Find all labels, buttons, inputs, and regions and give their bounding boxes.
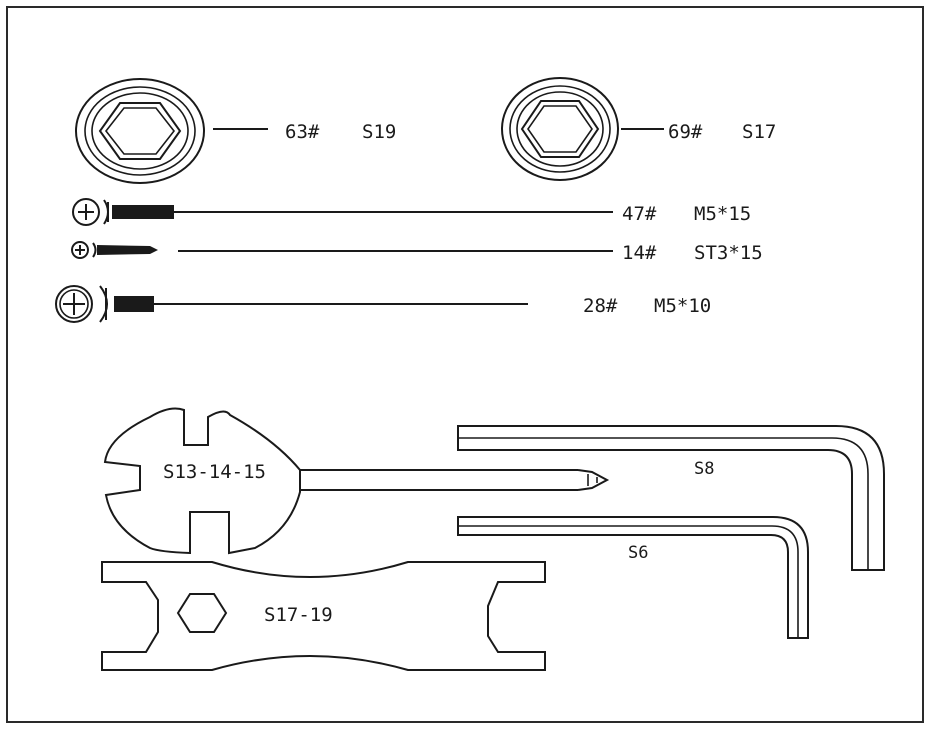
- nut-s17-size: S17: [742, 121, 776, 143]
- round-wrench-label: S13-14-15: [163, 461, 266, 483]
- flat-wrench-label: S17-19: [264, 604, 333, 626]
- hex-key-s6-icon: [457, 516, 809, 639]
- screw-st3x15-size: ST3*15: [694, 242, 763, 264]
- screw-m5x15-icon: [72, 198, 174, 226]
- screw-m5x10-part-number: 28#: [583, 295, 618, 317]
- round-wrench-icon: [103, 407, 610, 555]
- screw-st3x15-icon: [71, 241, 158, 259]
- screw-m5x10-size: M5*10: [654, 295, 711, 317]
- flat-wrench-icon: [101, 561, 546, 671]
- screw-m5x15-part-number: 47#: [622, 203, 657, 225]
- hex-key-s6-label: S6: [628, 543, 648, 563]
- hex-key-s8-icon: [457, 425, 885, 571]
- nut-s19-icon: [75, 78, 205, 184]
- screw-m5x10-icon: [55, 285, 154, 323]
- nut-s19-size: S19: [362, 121, 396, 143]
- hex-key-s8-label: S8: [694, 459, 714, 479]
- screw-st3x15-part-number: 14#: [622, 242, 657, 264]
- nut-s17-icon: [501, 77, 619, 181]
- screw-m5x15-size: M5*15: [694, 203, 751, 225]
- nut-s17-part-number: 69#: [668, 121, 703, 143]
- nut-s19-part-number: 63#: [285, 121, 320, 143]
